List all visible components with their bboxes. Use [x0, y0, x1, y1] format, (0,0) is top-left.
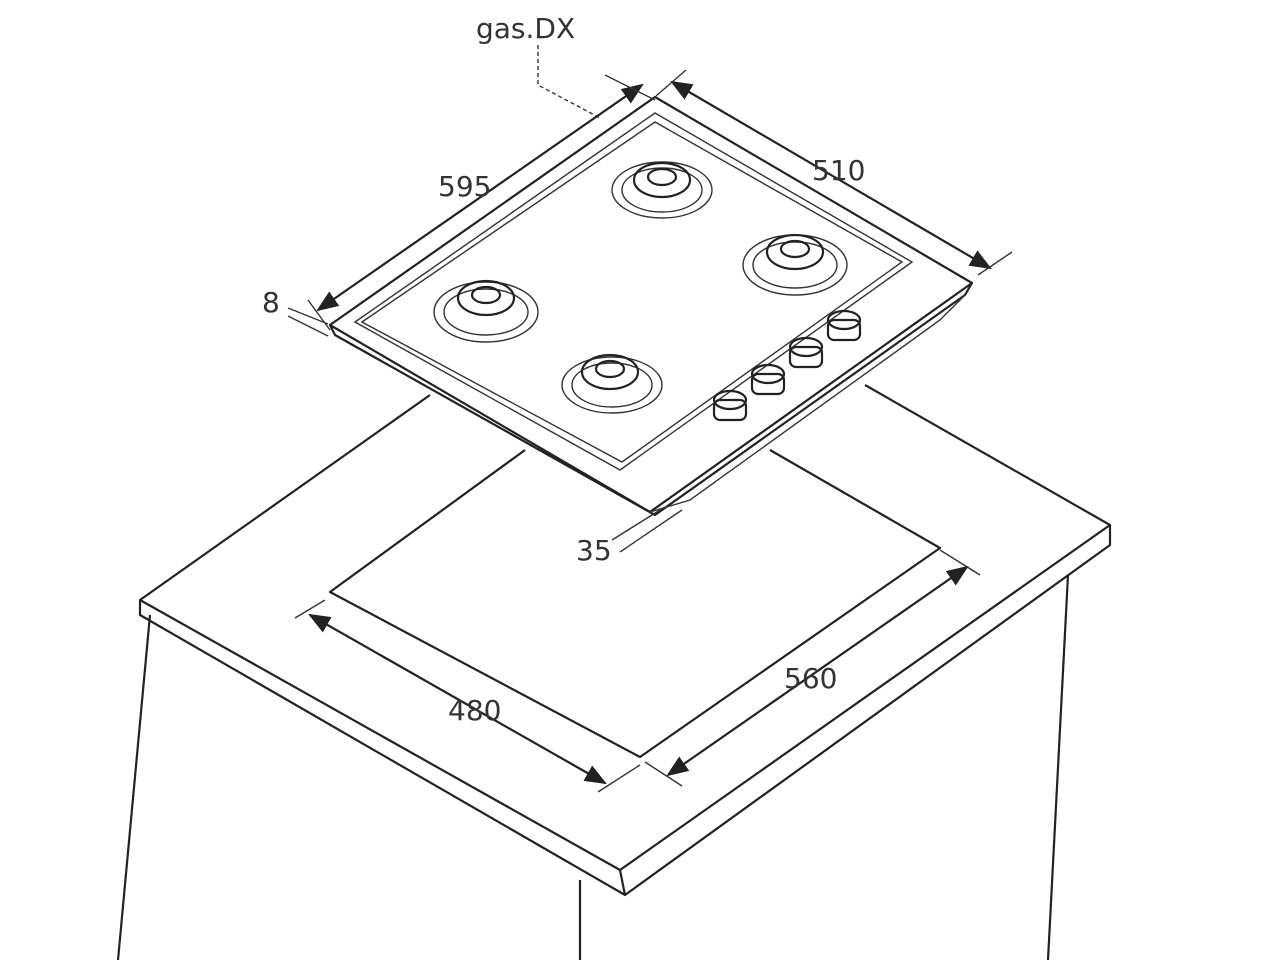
burner-front — [561, 353, 663, 414]
countertop-cutout — [328, 449, 942, 759]
knob-2 — [750, 363, 786, 396]
gas-connection-label: gas.DX — [476, 12, 575, 45]
knob-1 — [712, 389, 748, 422]
dimension-510: 510 — [655, 69, 1013, 276]
countertop — [116, 384, 1112, 960]
control-knobs — [712, 309, 862, 422]
burner-right — [742, 233, 848, 296]
dimension-595-label: 595 — [438, 170, 491, 203]
gas-hob — [328, 95, 974, 517]
dimension-8-label: 8 — [262, 286, 280, 319]
knob-4 — [826, 309, 862, 342]
burner-left — [433, 279, 539, 343]
dimension-35: 35 — [576, 509, 683, 567]
dimension-35-label: 35 — [576, 534, 612, 567]
dimension-8: 8 — [262, 286, 329, 337]
cabinet-right-edge — [1046, 574, 1070, 960]
dimension-480-label: 480 — [448, 694, 501, 727]
burner-back — [611, 161, 713, 219]
dimension-560-label: 560 — [784, 662, 837, 695]
dimension-595: 595 — [307, 74, 656, 331]
dimension-560: 560 — [644, 549, 981, 787]
knob-3 — [788, 336, 824, 369]
dimension-480: 480 — [294, 599, 641, 793]
cabinet-left-edge — [116, 614, 152, 960]
dimension-510-label: 510 — [812, 154, 865, 187]
gas-connection-line — [537, 45, 601, 119]
